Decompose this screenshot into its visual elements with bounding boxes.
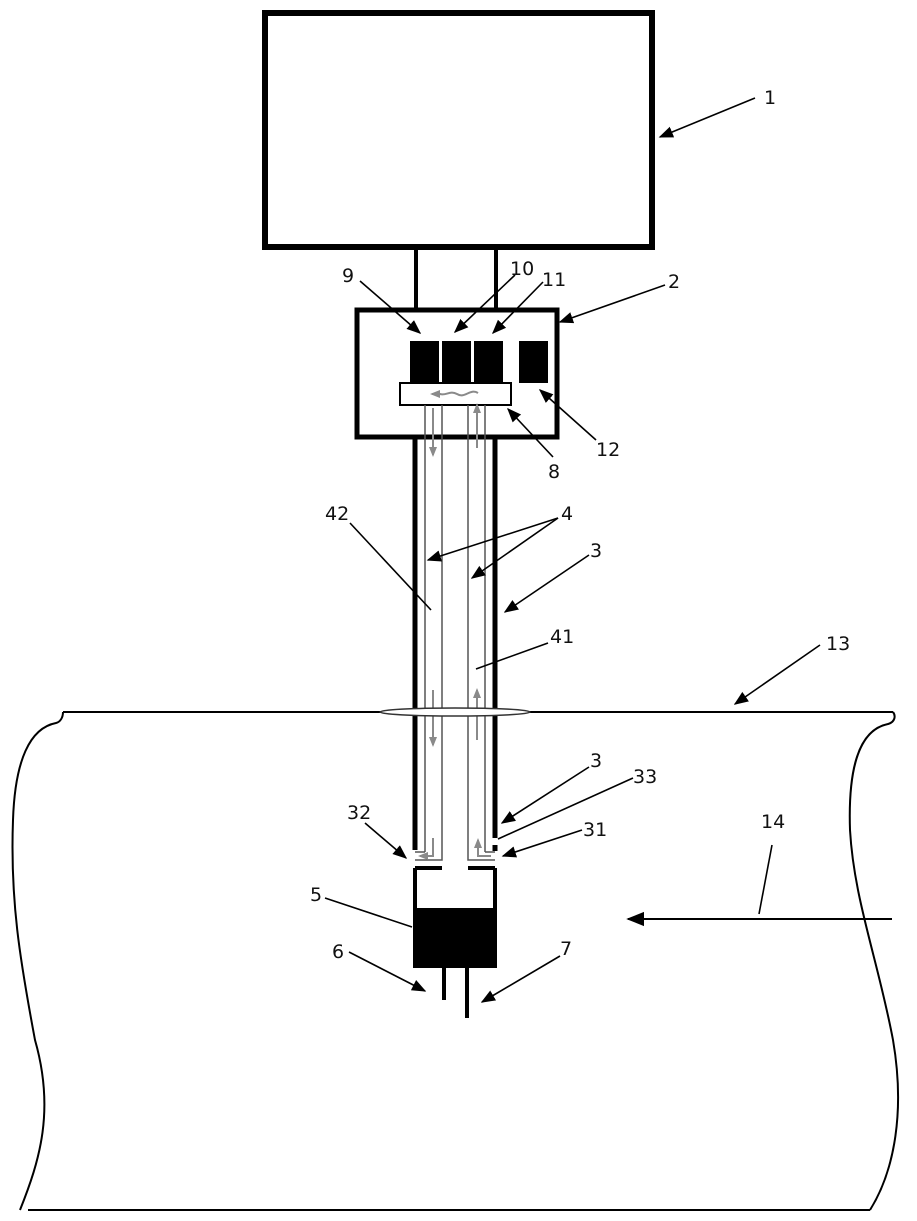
leader-32 [364,822,408,859]
label-2: 2 [668,271,680,293]
label-14: 14 [761,811,785,833]
label-13: 13 [826,633,850,655]
label-32: 32 [347,802,371,824]
head-housing [354,307,560,440]
leader-41 [475,642,549,670]
collar-seal [379,707,531,717]
leader-5 [324,897,413,928]
body-outline-left [11,711,64,1211]
module-11 [474,341,503,383]
manifold-flow-arrow [430,390,479,398]
sensor-body [413,908,497,968]
label-31: 31 [583,819,607,841]
leader-3b [500,766,590,824]
label-33: 33 [633,766,657,788]
leader-14 [758,844,773,915]
body-outline-right [848,711,900,1211]
leader-8 [507,407,554,458]
leader-10 [453,274,516,333]
leader-6 [348,951,427,992]
leader-1 [658,97,756,138]
flow-outlet-32 [418,838,434,860]
leader-12 [538,389,597,441]
label-4: 4 [561,503,573,525]
label-9: 9 [342,265,354,287]
label-1: 1 [764,87,776,109]
leader-9 [359,280,422,334]
label-3-lower: 3 [590,750,602,772]
flow-inlet-31 [474,838,491,857]
label-42: 42 [325,503,349,525]
label-12: 12 [596,439,620,461]
leader-4a [426,517,559,562]
leader-11 [491,281,544,335]
leader-2 [558,284,666,324]
leader-13 [733,644,821,705]
leader-42 [349,522,432,611]
leader-3 [503,554,590,613]
label-11: 11 [542,269,566,291]
label-5: 5 [310,884,322,906]
module-10 [442,341,471,383]
label-6: 6 [332,941,344,963]
channel-41-bottom [467,851,495,861]
upper-unit-box [262,10,655,250]
module-12 [519,341,548,383]
label-10: 10 [510,258,534,280]
module-9 [410,341,439,383]
label-3: 3 [590,540,602,562]
label-41: 41 [550,626,574,648]
leader-33 [497,777,634,840]
leader-4b [470,517,559,579]
label-7: 7 [560,938,572,960]
label-8: 8 [548,461,560,483]
leader-31 [501,829,583,858]
leader-7 [480,955,561,1003]
